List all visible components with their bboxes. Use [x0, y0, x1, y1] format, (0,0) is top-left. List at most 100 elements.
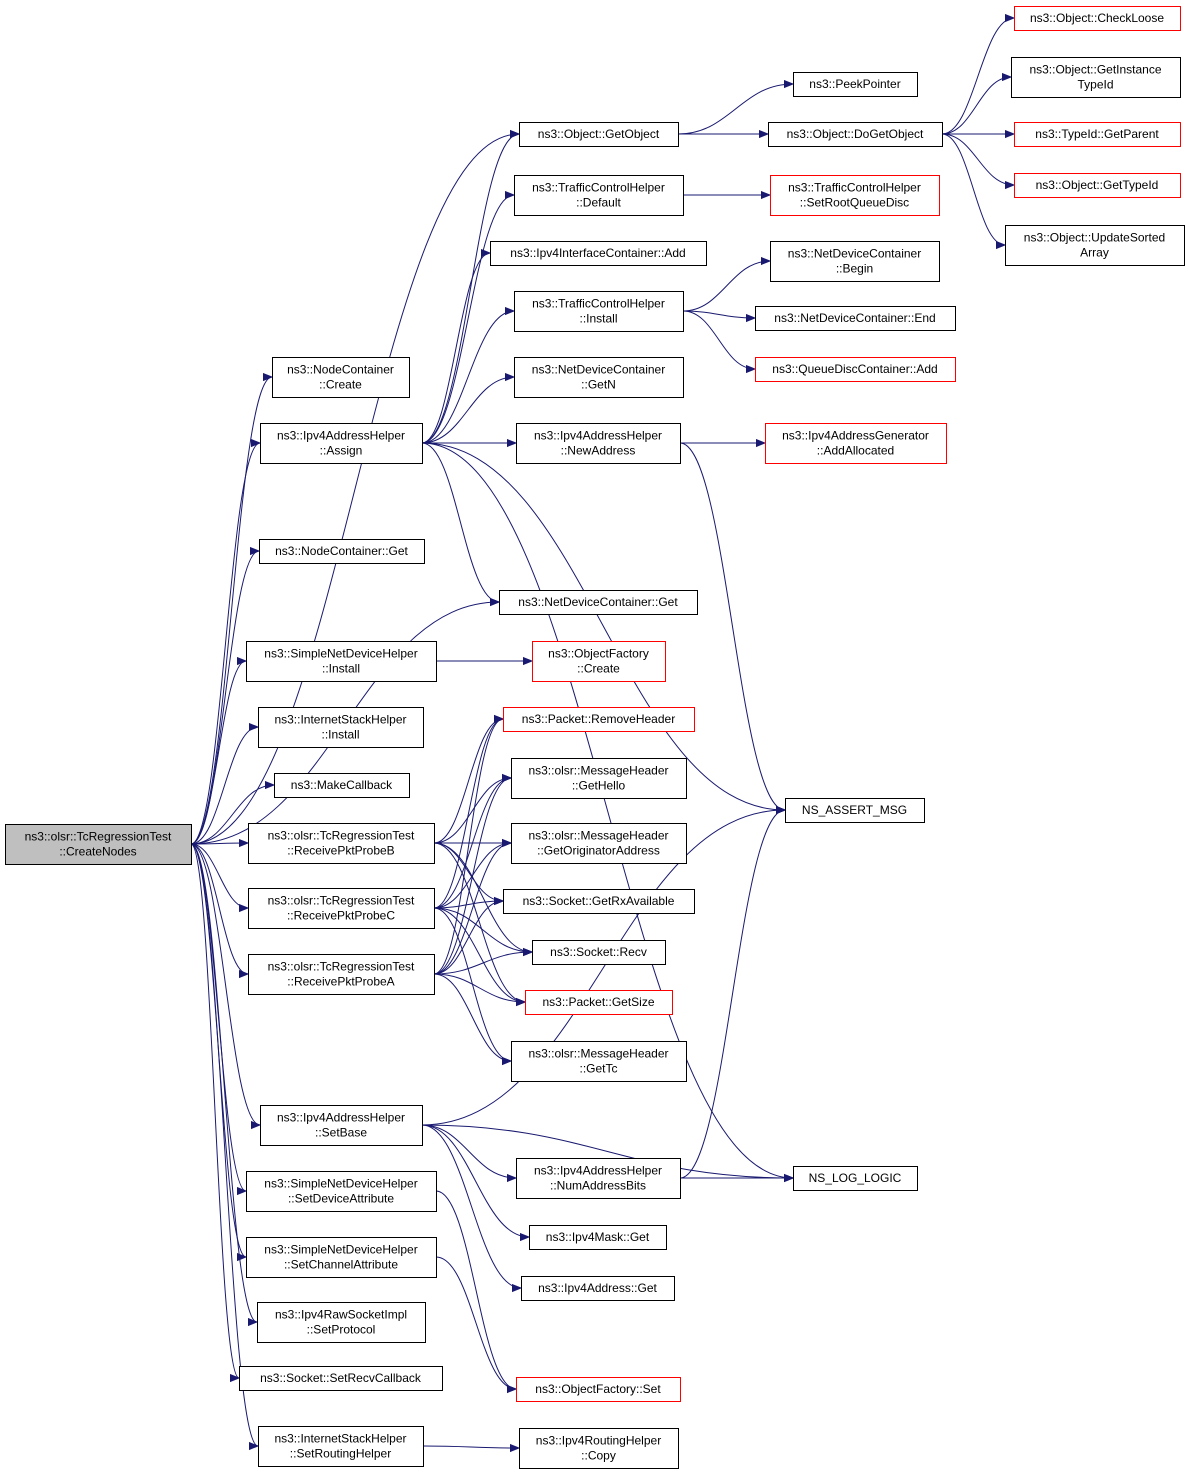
node-box — [525, 990, 673, 1015]
node-loglogic[interactable]: NS_LOG_LOGIC — [793, 1166, 918, 1191]
node-getobject[interactable]: ns3::Object::GetObject — [519, 122, 679, 147]
edge-newaddress-to-assertmsg — [679, 442, 785, 810]
node-box — [516, 1158, 681, 1199]
node-addallocated[interactable]: ns3::Ipv4AddressGenerator::AddAllocated — [765, 423, 947, 464]
edge-assign-to-tchdefault — [421, 195, 515, 444]
node-tchdefault[interactable]: ns3::TrafficControlHelper::Default — [514, 175, 684, 216]
node-box — [503, 889, 695, 914]
edge-root-to-nodecreate — [190, 377, 273, 845]
node-setbase[interactable]: ns3::Ipv4AddressHelper::SetBase — [260, 1105, 423, 1146]
node-label: ns3::Packet::RemoveHeader — [522, 712, 675, 726]
node-gethello[interactable]: ns3::olsr::MessageHeader::GetHello — [511, 758, 687, 799]
edge-root-to-nodeget — [190, 551, 260, 845]
node-getorig[interactable]: ns3::olsr::MessageHeader::GetOriginatorA… — [511, 823, 687, 864]
edge-dogetobject-to-getinstancetypeid — [941, 77, 1011, 135]
node-rpa[interactable]: ns3::olsr::TcRegressionTest::ReceivePktP… — [248, 954, 435, 995]
node-ipv4icadd[interactable]: ns3::Ipv4InterfaceContainer::Add — [490, 241, 707, 266]
edge-setrouting-to-routingcopy — [422, 1446, 519, 1448]
node-box — [765, 423, 947, 464]
node-box — [246, 1237, 437, 1278]
node-label: ns3::Object::GetInstance — [1029, 63, 1161, 77]
node-label: ns3::Object::CheckLoose — [1030, 11, 1164, 25]
node-setdevattr[interactable]: ns3::SimpleNetDeviceHelper::SetDeviceAtt… — [246, 1171, 437, 1212]
node-box — [511, 1041, 687, 1082]
node-label: ns3::QueueDiscContainer::Add — [772, 362, 937, 376]
edge-tchinstall-to-ndcbegin — [682, 261, 770, 312]
node-ishinstall[interactable]: ns3::InternetStackHelper::Install — [258, 707, 424, 748]
node-label: ns3::NetDeviceContainer — [532, 363, 665, 377]
node-setrouting[interactable]: ns3::InternetStackHelper::SetRoutingHelp… — [258, 1426, 424, 1467]
edge-rpb-to-recv — [433, 842, 532, 952]
node-maskget[interactable]: ns3::Ipv4Mask::Get — [529, 1225, 667, 1250]
node-box — [519, 1428, 679, 1469]
node-root[interactable]: ns3::olsr::TcRegressionTest::CreateNodes — [5, 824, 192, 865]
node-getsize[interactable]: ns3::Packet::GetSize — [525, 990, 673, 1015]
node-recv[interactable]: ns3::Socket::Recv — [532, 940, 666, 965]
edge-root-to-sndhinstall — [190, 661, 247, 845]
edge-rpa-to-gethello — [433, 778, 512, 975]
node-gettc[interactable]: ns3::olsr::MessageHeader::GetTc — [511, 1041, 687, 1082]
node-label: ::Install — [579, 312, 617, 326]
node-setrootqueuedisc[interactable]: ns3::TrafficControlHelper::SetRootQueueD… — [770, 175, 940, 216]
node-assertmsg[interactable]: NS_ASSERT_MSG — [785, 798, 925, 823]
node-ndcgetn[interactable]: ns3::NetDeviceContainer::GetN — [514, 357, 684, 398]
node-label: ns3::SimpleNetDeviceHelper — [264, 1177, 417, 1191]
node-label: ns3::Ipv4AddressGenerator — [782, 429, 929, 443]
edge-tchinstall-to-qdcadd — [682, 310, 755, 369]
node-dogetobject[interactable]: ns3::Object::DoGetObject — [768, 122, 943, 147]
node-label: ns3::SimpleNetDeviceHelper — [264, 1243, 417, 1257]
node-ofset[interactable]: ns3::ObjectFactory::Set — [516, 1377, 681, 1402]
node-box — [532, 641, 666, 682]
edge-root-to-setprotocol — [190, 843, 258, 1322]
node-box — [521, 1276, 675, 1301]
node-removeheader[interactable]: ns3::Packet::RemoveHeader — [503, 707, 695, 732]
node-label: ns3::ObjectFactory — [548, 647, 649, 661]
node-ndcget[interactable]: ns3::NetDeviceContainer::Get — [499, 590, 698, 615]
node-box — [260, 1105, 423, 1146]
node-tchinstall[interactable]: ns3::TrafficControlHelper::Install — [514, 291, 684, 332]
edge-setbase-to-maskget — [421, 1124, 529, 1237]
node-ndcend[interactable]: ns3::NetDeviceContainer::End — [755, 306, 956, 331]
node-getparent[interactable]: ns3::TypeId::GetParent — [1014, 122, 1181, 147]
edge-rpa-to-getorig — [433, 843, 512, 975]
node-numaddrbits[interactable]: ns3::Ipv4AddressHelper::NumAddressBits — [516, 1158, 681, 1199]
node-setrecvcb[interactable]: ns3::Socket::SetRecvCallback — [239, 1366, 443, 1391]
node-nodeget[interactable]: ns3::NodeContainer::Get — [259, 539, 425, 564]
edge-root-to-setrecvcb — [190, 843, 240, 1378]
edge-dogetobject-to-gettypeid — [941, 133, 1014, 185]
node-box — [260, 423, 423, 464]
node-qdcadd[interactable]: ns3::QueueDiscContainer::Add — [755, 357, 956, 382]
edge-root-to-rpa — [190, 843, 249, 974]
node-nodecreate[interactable]: ns3::NodeContainer::Create — [272, 357, 410, 398]
node-peekpointer[interactable]: ns3::PeekPointer — [793, 72, 918, 97]
node-setprotocol[interactable]: ns3::Ipv4RawSocketImpl::SetProtocol — [257, 1302, 426, 1343]
node-newaddress[interactable]: ns3::Ipv4AddressHelper::NewAddress — [516, 423, 681, 464]
node-routingcopy[interactable]: ns3::Ipv4RoutingHelper::Copy — [519, 1428, 679, 1469]
node-rxavail[interactable]: ns3::Socket::GetRxAvailable — [503, 889, 695, 914]
node-addrget[interactable]: ns3::Ipv4Address::Get — [521, 1276, 675, 1301]
node-box — [770, 175, 940, 216]
node-ndcbegin[interactable]: ns3::NetDeviceContainer::Begin — [770, 241, 940, 282]
node-assign[interactable]: ns3::Ipv4AddressHelper::Assign — [260, 423, 423, 464]
edge-rpa-to-gettc — [433, 973, 511, 1061]
node-box — [274, 773, 410, 798]
node-label: ::GetN — [581, 378, 616, 392]
node-label: ::SetBase — [315, 1126, 367, 1140]
node-checkloose[interactable]: ns3::Object::CheckLoose — [1014, 6, 1181, 31]
node-sndhinstall[interactable]: ns3::SimpleNetDeviceHelper::Install — [246, 641, 437, 682]
node-rpb[interactable]: ns3::olsr::TcRegressionTest::ReceivePktP… — [248, 823, 435, 864]
node-box — [5, 824, 192, 865]
node-ofcreate[interactable]: ns3::ObjectFactory::Create — [532, 641, 666, 682]
node-box — [529, 1225, 667, 1250]
node-makecallback[interactable]: ns3::MakeCallback — [274, 773, 410, 798]
node-box — [248, 888, 435, 929]
node-rpc[interactable]: ns3::olsr::TcRegressionTest::ReceivePktP… — [248, 888, 435, 929]
node-setchanattr[interactable]: ns3::SimpleNetDeviceHelper::SetChannelAt… — [246, 1237, 437, 1278]
node-gettypeid[interactable]: ns3::Object::GetTypeId — [1014, 173, 1181, 198]
node-box — [516, 423, 681, 464]
node-box — [793, 1166, 918, 1191]
node-box — [257, 1302, 426, 1343]
edge-rpb-to-getsize — [433, 842, 525, 1002]
